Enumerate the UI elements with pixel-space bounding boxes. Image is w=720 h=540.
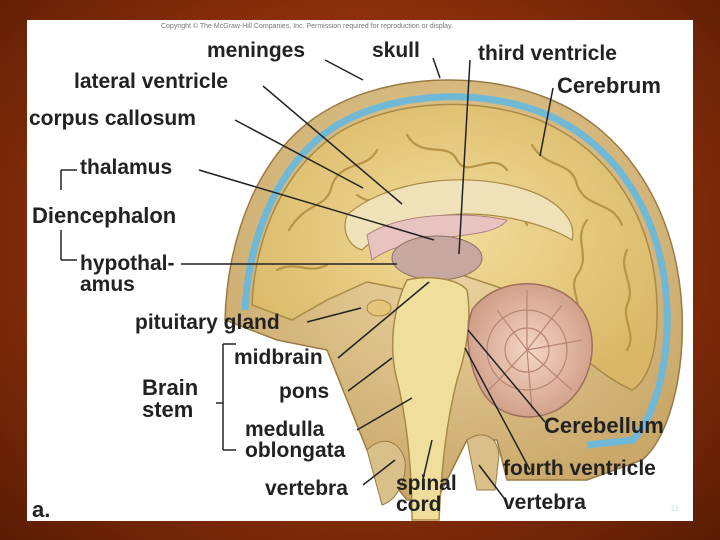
label-cerebrum: Cerebrum [557,75,661,97]
label-pituitary-gland: pituitary gland [135,312,280,333]
label-medulla-line2: oblongata [245,440,345,461]
label-spinal-cord-line1: spinal [396,473,457,494]
label-pons: pons [279,381,329,402]
label-vertebra-right: vertebra [503,492,586,513]
panel-label: a. [32,499,50,521]
label-medulla-oblongata: medulla oblongata [245,419,345,461]
page-number: 11 [671,504,679,513]
label-brain-stem: Brain stem [142,377,198,421]
label-medulla-line1: medulla [245,419,345,440]
label-fourth-ventricle: fourth ventricle [503,458,656,479]
label-corpus-callosum: corpus callosum [29,108,196,129]
label-spinal-cord-line2: cord [396,494,457,515]
label-brain-stem-line1: Brain [142,377,198,399]
label-brain-stem-line2: stem [142,399,198,421]
label-midbrain: midbrain [234,347,323,368]
label-cerebellum: Cerebellum [544,415,664,437]
label-diencephalon: Diencephalon [32,205,176,227]
brain-diagram-figure: Copyright © The McGraw-Hill Companies, I… [27,20,693,521]
thalamus-shape [392,236,482,280]
label-hypothalamus: hypothal- amus [80,253,175,295]
label-third-ventricle: third ventricle [478,43,617,64]
label-lateral-ventricle: lateral ventricle [74,71,228,92]
label-skull: skull [372,40,420,61]
pituitary-shape [367,300,391,316]
label-meninges: meninges [207,40,305,61]
label-thalamus: thalamus [80,157,172,178]
vertebra-right-shape [467,435,499,490]
label-vertebra-left: vertebra [265,478,348,499]
label-spinal-cord: spinal cord [396,473,457,515]
label-hypothalamus-line2: amus [80,274,175,295]
label-hypothalamus-line1: hypothal- [80,253,175,274]
